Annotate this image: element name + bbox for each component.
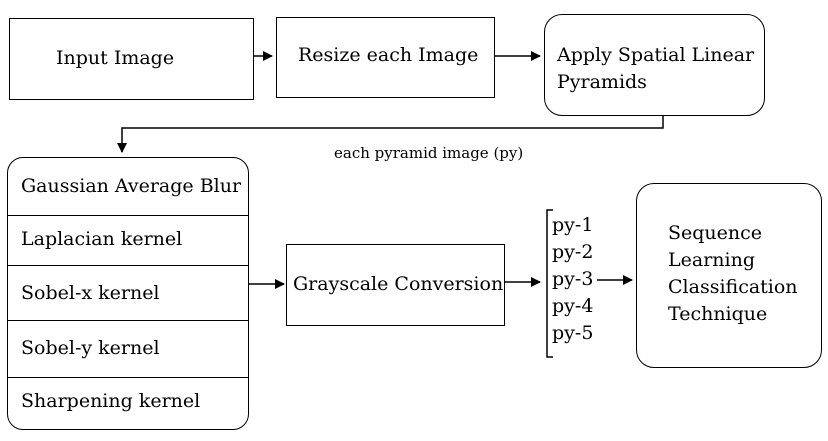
filter-label: Gaussian Average Blur <box>21 175 242 197</box>
filter-stack: Gaussian Average Blur Laplacian kernel S… <box>7 157 249 430</box>
py-bracket <box>546 209 553 358</box>
spatial-pyramids-node: Apply Spatial Linear Pyramids <box>544 14 765 116</box>
filter-row: Laplacian kernel <box>8 216 248 266</box>
pyramid-image-list: py-1 py-2 py-3 py-4 py-5 <box>552 212 593 347</box>
grayscale-node: Grayscale Conversion <box>286 244 505 326</box>
pyramid-image-item: py-3 <box>552 268 594 290</box>
classification-node <box>636 183 822 368</box>
filter-row: Sobel-y kernel <box>8 321 248 378</box>
resize-label: Resize each Image <box>298 44 479 66</box>
filter-label: Sobel-x kernel <box>21 282 160 304</box>
input-image-node: Input Image <box>9 18 254 100</box>
filter-row: Gaussian Average Blur <box>8 158 248 216</box>
classification-label-line: Technique <box>668 303 768 325</box>
classification-label: Sequence Learning Classification Techniq… <box>668 220 798 328</box>
edge-label: each pyramid image (py) <box>334 144 524 162</box>
classification-label-line: Learning <box>668 249 755 271</box>
resize-node: Resize each Image <box>276 17 495 98</box>
filter-row: Sharpening kernel <box>8 378 248 429</box>
pyramid-image-item: py-5 <box>552 322 594 344</box>
pyramid-image-item: py-1 <box>552 214 594 236</box>
pyramid-image-item: py-2 <box>552 241 594 263</box>
grayscale-label: Grayscale Conversion <box>293 273 504 295</box>
classification-label-line: Sequence <box>668 222 763 244</box>
filter-label: Sobel-y kernel <box>21 337 160 359</box>
input-image-label: Input Image <box>56 47 175 69</box>
arrow-pyramids-to-filters <box>117 116 664 153</box>
spatial-pyramids-label-line2: Pyramids <box>557 71 647 93</box>
filter-label: Sharpening kernel <box>21 390 201 412</box>
filter-label: Laplacian kernel <box>21 228 183 250</box>
classification-label-line: Classification <box>668 276 798 298</box>
filter-row: Sobel-x kernel <box>8 266 248 321</box>
pyramid-image-item: py-4 <box>552 295 594 317</box>
spatial-pyramids-label-line1: Apply Spatial Linear <box>557 44 755 66</box>
